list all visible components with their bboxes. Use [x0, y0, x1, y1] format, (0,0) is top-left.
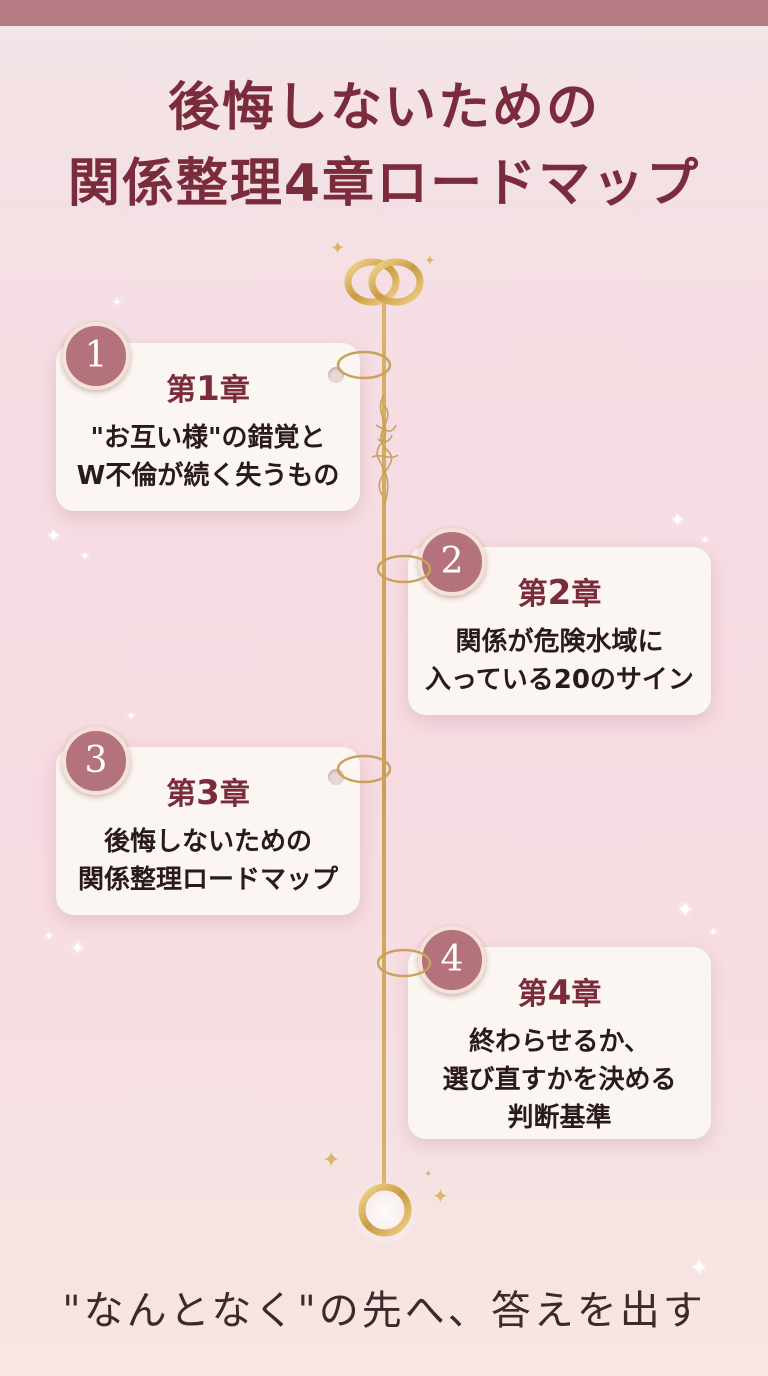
title-line-2: 関係整理4章ロードマップ [67, 154, 701, 214]
sparkle-icon: ✦ [126, 709, 137, 723]
sparkle-icon: ✦ [44, 929, 55, 943]
thread-loop [376, 948, 432, 978]
chapter-badge-4: 4 [418, 926, 486, 994]
sparkle-icon: ✦ [690, 1256, 709, 1281]
sparkle-icon: ✦ [330, 238, 346, 259]
sparkle-icon: ✦ [432, 1184, 449, 1208]
chapter-description: 後悔しないための 関係整理ロードマップ [77, 827, 338, 895]
title-line-1: 後悔しないための [167, 78, 600, 138]
chapter-heading: 第3章 [166, 773, 250, 813]
sparkle-icon: ✦ [676, 898, 695, 923]
top-bar [0, 0, 768, 26]
chapter-heading: 第2章 [517, 573, 602, 613]
sparkle-icon: ✦ [424, 1169, 433, 1180]
chapter-description: 関係が危険水域に 入っている20のサイン [425, 627, 694, 695]
sparkle-icon: ✦ [80, 549, 91, 563]
thread-loop [336, 350, 392, 380]
thread-loop [376, 554, 432, 584]
sparkle-icon: ✦ [700, 533, 711, 547]
sparkle-icon: ✦ [424, 253, 436, 269]
thread-loop [336, 754, 392, 784]
roadmap-line [382, 300, 386, 1190]
sparkle-icon: ✦ [46, 526, 62, 547]
sparkle-icon: ✦ [670, 510, 686, 531]
wedding-rings-icon [344, 258, 424, 306]
chapter-description: 終わらせるか、 選び直すかを決める 判断基準 [442, 1027, 677, 1133]
chapter-description: "お互い様"の錯覚と W不倫が続く失うもの [76, 423, 340, 491]
chapter-heading: 第1章 [166, 369, 250, 409]
gold-ring-icon [351, 1176, 419, 1244]
chapter-heading: 第4章 [517, 973, 602, 1013]
knot-icon [371, 395, 399, 505]
page-title: 後悔しないための 関係整理4章ロードマップ [0, 70, 768, 222]
chapter-badge-3: 3 [62, 727, 130, 795]
footer-tagline: "なんとなく"の先へ、答えを出す [62, 1288, 706, 1334]
chapter-badge-2: 2 [418, 528, 486, 596]
chapter-badge-1: 1 [62, 322, 130, 390]
sparkle-icon: ✦ [112, 295, 123, 309]
sparkle-icon: ✦ [70, 938, 86, 959]
sparkle-icon: ✦ [322, 1148, 341, 1173]
sparkle-icon: ✦ [708, 925, 719, 939]
